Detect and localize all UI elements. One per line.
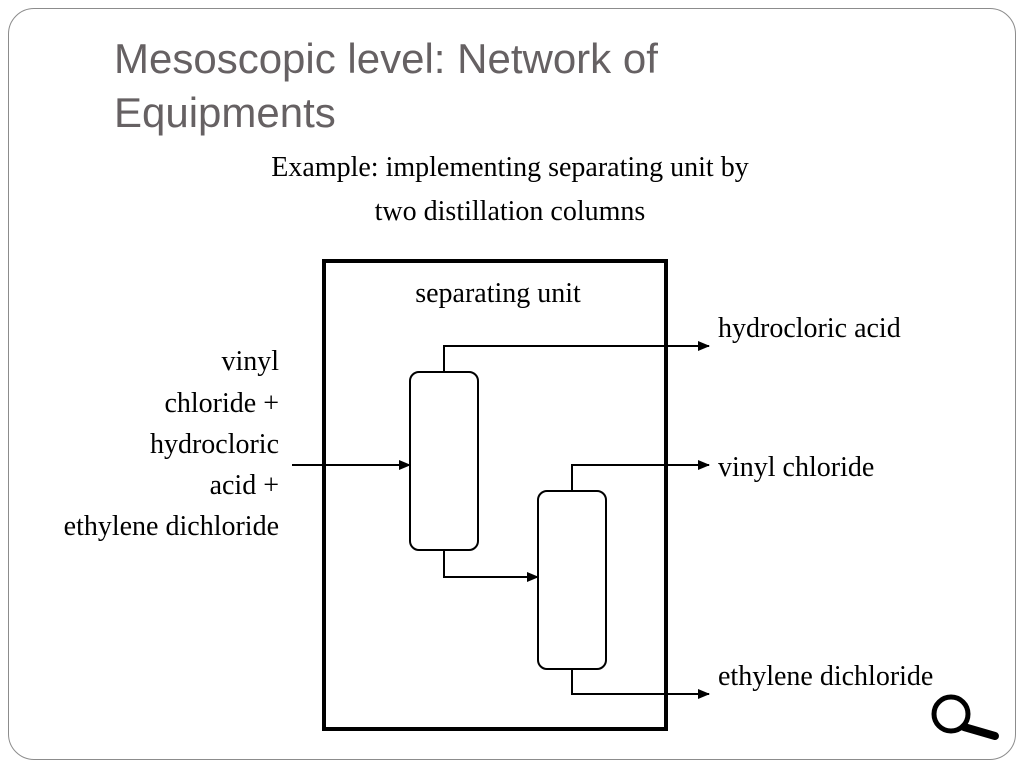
- input-label-line-1: vinyl: [221, 346, 279, 377]
- output-label-top: hydrocloric acid: [718, 313, 901, 344]
- subtitle-line-1: Example: implementing separating unit by: [271, 152, 749, 183]
- middle-product-arrow: [571, 460, 710, 491]
- bottom-product-arrow: [571, 669, 710, 699]
- input-label-line-4: acid +: [210, 470, 279, 501]
- slide: [8, 8, 1016, 760]
- top-product-arrow: [443, 341, 710, 372]
- magnifier-icon[interactable]: [931, 694, 999, 740]
- input-label-line-5: ethylene dichloride: [64, 511, 279, 542]
- output-label-bottom: ethylene dichloride: [718, 661, 933, 692]
- output-label-middle: vinyl chloride: [718, 452, 874, 483]
- slide-subtitle: Example: implementing separating unit by…: [200, 146, 820, 234]
- input-label-line-2: chloride +: [164, 388, 279, 419]
- distillation-column-2: [537, 490, 607, 670]
- subtitle-line-2: two distillation columns: [374, 196, 646, 227]
- separating-unit-box: [322, 259, 668, 731]
- title-line-2: Equipments: [114, 89, 336, 136]
- title-line-1: Mesoscopic level: Network of: [114, 35, 658, 82]
- distillation-column-1: [409, 371, 479, 551]
- slide-title: Mesoscopic level: Network of Equipments: [114, 32, 874, 140]
- column-link-arrow: [443, 550, 539, 582]
- input-label-line-3: hydrocloric: [150, 429, 279, 460]
- separating-unit-label: separating unit: [415, 278, 581, 309]
